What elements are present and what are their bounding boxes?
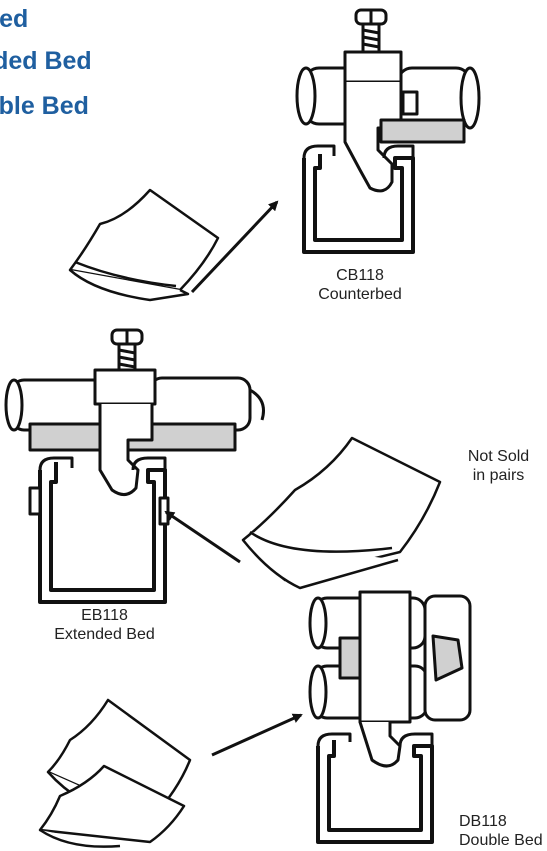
caption-counterbed: CB118 Counterbed	[305, 266, 415, 304]
title-block: Counterbed Extended Bed Double Bed	[0, 0, 200, 140]
bed-piece-single-large	[241, 436, 442, 590]
double-bed-assembly	[308, 590, 472, 844]
caption-counterbed-code: CB118	[336, 267, 384, 284]
title-line-extended-bed: Extended Bed	[0, 47, 92, 75]
caption-not-sold-note: Not Sold in pairs	[450, 447, 547, 485]
note-line-2: in pairs	[472, 467, 525, 484]
caption-counterbed-name: Counterbed	[318, 286, 402, 303]
screw-icon	[110, 328, 144, 378]
screw-icon	[354, 8, 388, 56]
note-line-1: Not Sold	[467, 448, 530, 465]
title-line-counterbed: Counterbed	[0, 5, 29, 33]
caption-extended-name: Extended Bed	[54, 626, 155, 643]
caption-extended-bed: EB118 Extended Bed	[42, 606, 167, 644]
bed-piece-single	[68, 188, 220, 302]
bed-piece-pair	[38, 698, 192, 848]
caption-double-bed: DB118 Double Bed	[459, 812, 547, 850]
extended-bed-assembly	[4, 328, 265, 604]
arrow-extended-bed	[164, 510, 241, 564]
arrow-double-bed	[211, 713, 303, 757]
arrow-counterbed	[190, 200, 279, 294]
counterbed-assembly	[295, 8, 481, 254]
caption-double-code: DB118	[459, 813, 507, 830]
caption-extended-code: EB118	[81, 607, 128, 624]
caption-double-name: Double Bed	[459, 832, 543, 849]
title-line-double-bed: Double Bed	[0, 92, 89, 120]
